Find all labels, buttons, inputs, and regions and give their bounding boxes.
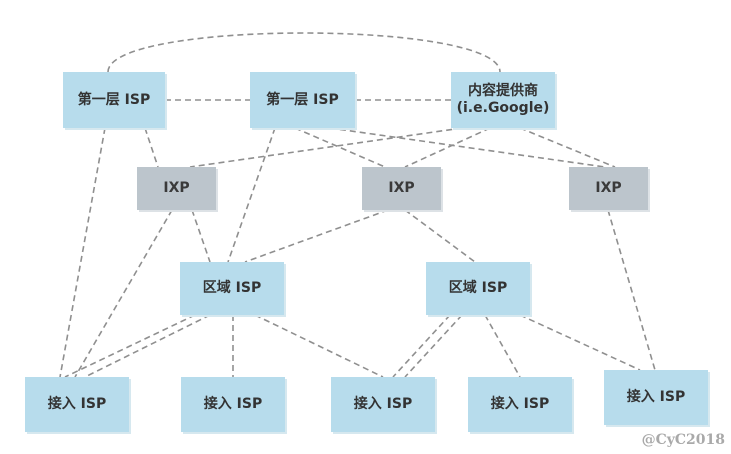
- link-tier1b-regional1: [227, 127, 276, 263]
- ixp-node: IXP: [137, 167, 216, 210]
- link-ixp3-access5: [607, 209, 656, 371]
- access-isp-label: 接入 ISP: [490, 396, 550, 412]
- access-isp-node: 接入 ISP: [468, 377, 572, 432]
- link-regional2-access5: [519, 314, 641, 371]
- link-content-ixp1: [189, 127, 463, 168]
- ixp-node: IXP: [569, 167, 648, 210]
- access-isp-node: 接入 ISP: [604, 370, 708, 425]
- content-provider-label: 内容提供商 (i.e.Google): [456, 83, 550, 116]
- link-ixp2-regional1: [244, 209, 389, 263]
- ixp-label: IXP: [595, 180, 622, 196]
- access-isp-label: 接入 ISP: [626, 389, 686, 405]
- regional-isp-node: 区域 ISP: [180, 262, 284, 315]
- watermark: @CyC2018: [641, 432, 725, 448]
- regional-isp-node: 区域 ISP: [426, 262, 530, 315]
- tier1-isp-node: 第一层 ISP: [63, 72, 165, 128]
- tier1-isp-label: 第一层 ISP: [266, 91, 339, 108]
- link-tier1b-ixp2: [294, 127, 386, 168]
- link-ixp1-regional1: [191, 209, 211, 263]
- access-isp-label: 接入 ISP: [47, 396, 107, 412]
- link-ixp1-access1: [74, 209, 173, 378]
- access-isp-label: 接入 ISP: [203, 396, 263, 412]
- link-regional2-access3: [392, 314, 451, 378]
- link-content-ixp2: [404, 127, 491, 168]
- access-isp-node: 接入 ISP: [181, 377, 285, 432]
- link-regional2-access4: [484, 314, 521, 378]
- link-ixp2-regional2: [404, 209, 476, 263]
- link-tier1a-access1: [59, 127, 106, 378]
- regional-isp-label: 区域 ISP: [202, 280, 262, 296]
- access-isp-label: 接入 ISP: [353, 396, 413, 412]
- link-regional1-access1b: [84, 314, 211, 378]
- ixp-node: IXP: [362, 167, 441, 210]
- link-tier1a-ixp1: [144, 127, 159, 168]
- access-isp-node: 接入 ISP: [25, 377, 129, 432]
- ixp-label: IXP: [163, 180, 190, 196]
- link-regional2-access3b: [404, 314, 463, 378]
- link-regional1-access3: [254, 314, 384, 378]
- link-tier1a-content-arc: [107, 32, 501, 73]
- link-content-ixp3: [519, 127, 616, 168]
- link-regional1-access1: [64, 314, 196, 378]
- access-isp-node: 接入 ISP: [331, 377, 435, 432]
- tier1-isp-label: 第一层 ISP: [77, 91, 151, 108]
- content-provider-node: 内容提供商 (i.e.Google): [451, 72, 555, 128]
- link-tier1b-ixp3: [329, 127, 606, 168]
- regional-isp-label: 区域 ISP: [448, 280, 508, 296]
- ixp-label: IXP: [388, 180, 415, 196]
- tier1-isp-node: 第一层 ISP: [250, 72, 355, 128]
